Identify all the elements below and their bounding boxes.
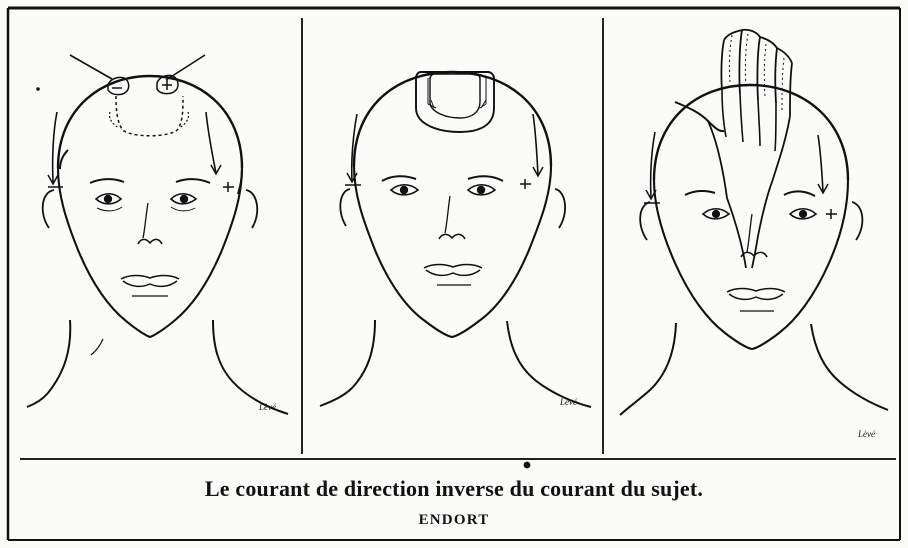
author-credit: ENDORT	[0, 512, 908, 529]
figure-caption: Le courant de direction inverse du coura…	[0, 476, 908, 502]
panel-3: Lèvé	[620, 30, 888, 439]
panel-1-signature: Lèvé	[258, 402, 277, 412]
panel-3-signature: Lèvé	[857, 429, 876, 439]
panel-2: Lèvé	[320, 72, 591, 407]
panel-1: Lèvé	[27, 55, 288, 414]
panel-2-signature: Lèvé	[559, 397, 578, 407]
